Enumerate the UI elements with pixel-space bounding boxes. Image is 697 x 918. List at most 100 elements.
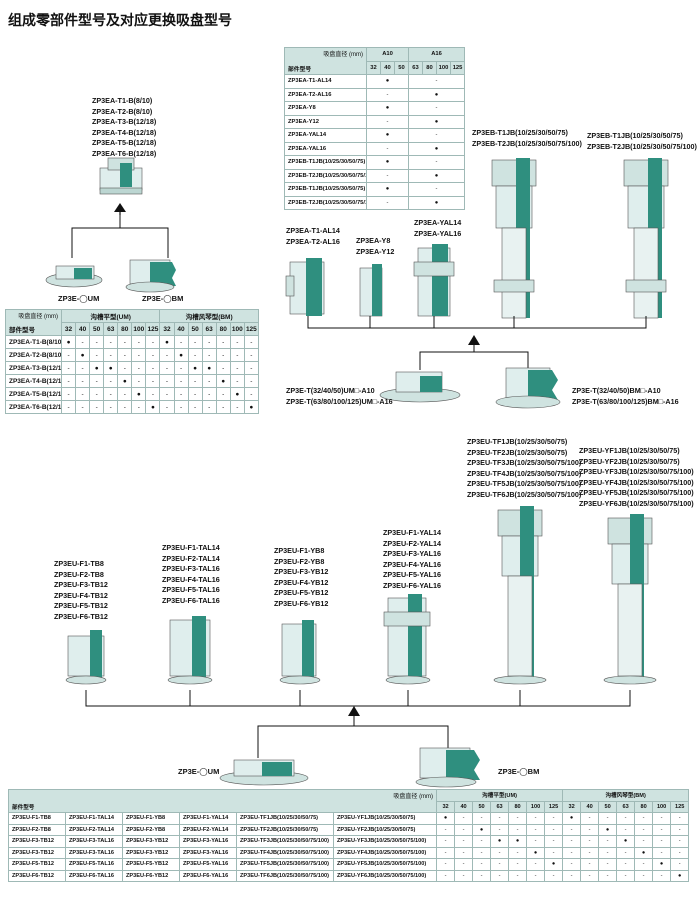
part-number-cell: ZP3EU-F2-TAL14 <box>65 823 123 836</box>
fitting-label: ZP3EU-F6-TAL16 <box>162 595 220 605</box>
fitting-label: ZP3EU-F4-YAL16 <box>383 559 442 569</box>
compat-cell-a16: - <box>408 74 466 89</box>
compat-cell: - <box>634 869 654 882</box>
fitting-label: ZP3EU-F3-TAL16 <box>162 564 220 573</box>
compat-cell: - <box>670 858 690 871</box>
compat-cell-a10: ● <box>365 101 410 116</box>
fitting-yal-drawing <box>413 244 455 317</box>
compat-cell: ● <box>670 869 690 882</box>
table-row: ZP3EA-T1-AL14●- <box>284 74 466 89</box>
part-number-cell: ZP3EU-F2-TB8 <box>8 823 66 836</box>
compat-cell: ● <box>103 361 119 375</box>
compat-cell: - <box>89 374 105 388</box>
compat-cell: - <box>103 348 119 362</box>
fitting-label: ZP3EU-F1-YB8 <box>274 546 325 555</box>
compat-cell: - <box>159 374 175 388</box>
um-header: 沟槽平型(UM) <box>60 309 161 323</box>
table-row: ZP3EA-T5-B(12/18)-----●------●- <box>5 387 259 401</box>
part-number-cell: ZP3EA-T3-B(12/18) <box>5 361 62 375</box>
compat-cell: - <box>173 335 189 349</box>
fitting-label: ZP3EU-F4-TB12 <box>54 590 108 600</box>
size-header: 50 <box>598 800 618 813</box>
compat-cell: - <box>598 812 618 825</box>
compat-cell: - <box>490 823 510 836</box>
size-header: 32 <box>436 800 456 813</box>
compat-cell: - <box>173 361 189 375</box>
fitting-label: ZP3EU-F6-YAL16 <box>383 580 442 590</box>
compat-cell: - <box>436 869 456 882</box>
compat-cell-a10: ● <box>365 155 410 170</box>
compat-cell: - <box>89 348 105 362</box>
fitting-jb1-labels: ZP3EB-T1JB(10/25/30/50/75) ZP3EB-T2JB(10… <box>472 128 582 149</box>
compat-cell: - <box>544 812 564 825</box>
fitting-label: ZP3EU-F2-YB8 <box>274 556 325 566</box>
size-header: 63 <box>408 60 424 75</box>
part-number-cell: ZP3EB-T1JB(10/25/30/50/75) <box>284 155 367 170</box>
compat-cell: - <box>670 846 690 859</box>
compat-cell: - <box>580 869 600 882</box>
table-row: ZP3EA-T2-B(8/10)-●------●----- <box>5 348 259 362</box>
part-number-cell: ZP3EU-F1-TAL14 <box>65 812 123 825</box>
part-number-cell: ZP3EU-F3-YAL16 <box>179 846 237 859</box>
compat-cell: ● <box>229 387 245 401</box>
part-number-cell: ZP3EU-F3-TAL16 <box>65 835 123 848</box>
fitting-y-drawing <box>359 264 383 317</box>
pad-bm-a-drawing <box>125 259 176 293</box>
part-number-cell: ZP3EU-F3-YB12 <box>122 846 180 859</box>
compat-cell: - <box>103 400 119 414</box>
dia-header: 吸盘直径 <box>323 52 348 58</box>
part-number-cell: ZP3EU-F2-YB8 <box>122 823 180 836</box>
compat-cell: - <box>616 846 636 859</box>
part-number-cell: ZP3EA-T1-AL14 <box>284 74 367 89</box>
part-number-cell: ZP3EU-F1-YB8 <box>122 812 180 825</box>
size-header: 125 <box>544 800 564 813</box>
compat-cell: - <box>670 823 690 836</box>
size-header: 125 <box>243 322 259 336</box>
compat-cell: - <box>243 335 259 349</box>
compat-cell: - <box>652 869 672 882</box>
compat-cell: - <box>670 835 690 848</box>
fitting-label: ZP3EU-F1-TB8 <box>54 559 104 568</box>
part-number-cell: ZP3EU-YF4JB(10/25/30/50/75/100) <box>332 846 438 859</box>
compat-cell: - <box>616 823 636 836</box>
compat-cell: - <box>159 361 175 375</box>
size-header: 125 <box>145 322 161 336</box>
fitting-label: ZP3EU-YF3JB(10/25/30/50/75/100) <box>579 467 694 476</box>
compat-cell: - <box>145 374 161 388</box>
compat-cell: - <box>472 812 492 825</box>
compat-cell: ● <box>201 361 217 375</box>
fitting-a-labels: ZP3EA-T1-B(8/10) ZP3EA-T2-B(8/10) ZP3EA-… <box>92 96 156 159</box>
part-number-cell: ZP3EA-Y8 <box>284 101 367 116</box>
fitting-yal-c-drawing <box>383 594 431 685</box>
part-no-header: 部件型号 <box>12 805 35 811</box>
part-number-cell: ZP3EU-F5-TAL16 <box>65 858 123 871</box>
fitting-a-label: ZP3EA-T4-B(12/18) <box>92 127 157 137</box>
compat-cell: - <box>173 374 189 388</box>
compat-cell: - <box>472 846 492 859</box>
fitting-label: ZP3EU-F4-TAL16 <box>162 574 220 584</box>
fitting-yfjb-labels: ZP3EU-YF1JB(10/25/30/50/75) ZP3EU-YF2JB(… <box>579 446 694 509</box>
fitting-label: ZP3EA-Y12 <box>356 246 395 256</box>
compat-cell: - <box>75 335 91 349</box>
fitting-label: ZP3EU-TF4JB(10/25/30/50/75/100) <box>467 468 582 478</box>
fitting-tfjb-drawing <box>493 506 547 685</box>
fitting-label: ZP3EU-TF3JB(10/25/30/50/75/100) <box>467 458 582 467</box>
fitting-label: ZP3EU-F3-YAL16 <box>383 549 442 558</box>
size-header: 50 <box>187 322 203 336</box>
compat-cell: ● <box>562 812 582 825</box>
part-number-cell: ZP3EU-F3-YAL16 <box>179 835 237 848</box>
compat-cell: ● <box>490 835 510 848</box>
part-number-cell: ZP3EA-YAL16 <box>284 141 367 156</box>
compat-cell: - <box>652 846 672 859</box>
size-header: 40 <box>173 322 189 336</box>
compat-cell-a16: ● <box>408 168 466 183</box>
compat-cell: - <box>526 858 546 871</box>
compat-cell: - <box>454 812 474 825</box>
fitting-label: ZP3EU-F3-YB12 <box>274 567 329 576</box>
fitting-yb-drawing <box>279 620 321 685</box>
compat-cell: - <box>436 846 456 859</box>
compat-cell: - <box>472 869 492 882</box>
compat-cell-a10: - <box>365 168 410 183</box>
compat-cell: - <box>60 348 77 362</box>
fitting-label: ZP3EU-F3-TB12 <box>54 580 108 589</box>
